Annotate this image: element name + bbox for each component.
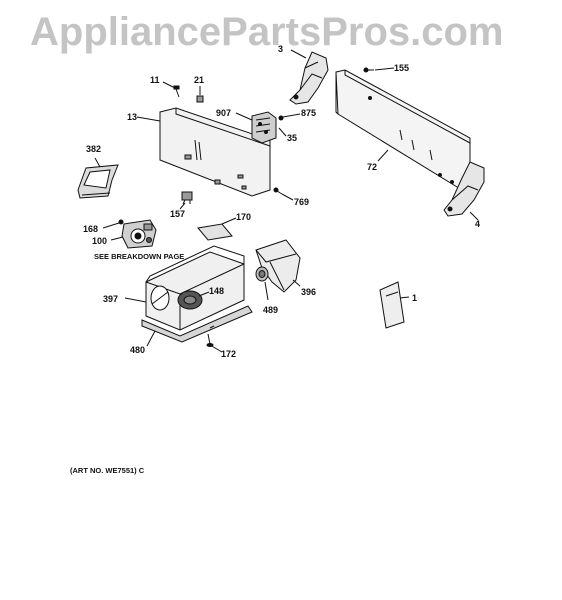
label-part-148: 148: [209, 286, 225, 296]
label-part-3: 3: [278, 44, 284, 54]
leader-396: [292, 279, 301, 287]
bracket-4: [443, 161, 485, 217]
manual-1: [379, 281, 405, 329]
leader-769: [281, 193, 294, 201]
label-part-396: 396: [301, 287, 317, 297]
leader-100: [110, 236, 124, 241]
duct-396: [255, 239, 301, 293]
label-part-168: 168: [83, 224, 99, 234]
leader-35: [278, 127, 287, 137]
screw-155: [363, 67, 374, 73]
control-panel-13: [159, 107, 271, 197]
site-watermark: AppliancePartsPros.com: [30, 10, 504, 54]
switch-157: [181, 191, 193, 205]
leader-4: [469, 211, 479, 221]
label-part-489: 489: [263, 305, 279, 315]
switch-35: [251, 111, 277, 144]
leader-170: [221, 217, 237, 225]
leader-397: [124, 297, 147, 303]
cover-148: [177, 290, 203, 310]
label-part-170: 170: [236, 212, 252, 222]
leader-1: [399, 296, 410, 299]
label-part-382: 382: [86, 144, 102, 154]
breakdown-note: SEE BREAKDOWN PAGE: [94, 252, 185, 261]
leader-72: [377, 149, 389, 162]
clip-21: [196, 95, 204, 103]
leader-3: [290, 49, 307, 59]
label-part-769: 769: [294, 197, 310, 207]
bracket-3: [289, 51, 329, 105]
label-part-907: 907: [216, 108, 232, 118]
backsplash-panel-72: [335, 69, 471, 191]
label-part-13: 13: [127, 112, 138, 122]
art-number-note: (ART NO. WE7551) C: [70, 466, 145, 475]
label-part-1: 1: [412, 293, 418, 303]
label-part-397: 397: [103, 294, 119, 304]
label-part-155: 155: [394, 63, 410, 73]
leader-489: [264, 281, 269, 301]
base-480: [141, 305, 253, 343]
label-part-21: 21: [194, 75, 205, 85]
fitting-489: [255, 266, 269, 282]
motor-100: [121, 219, 157, 249]
leader-172: [209, 344, 223, 353]
leader-168: [102, 222, 120, 229]
label-part-4: 4: [475, 219, 481, 229]
housing-397: [145, 245, 245, 331]
leader-157: [179, 202, 186, 210]
screw-875: [278, 115, 284, 121]
screw-769: [273, 187, 283, 195]
label-part-11: 11: [150, 75, 160, 85]
label-part-157: 157: [170, 209, 186, 219]
leader-148: [198, 291, 210, 297]
leader-907: [235, 112, 253, 121]
leader-875: [282, 113, 301, 118]
label-part-72: 72: [367, 162, 378, 172]
screw-168: [118, 219, 124, 225]
label-part-480: 480: [130, 345, 146, 355]
leader-13: [136, 116, 161, 122]
screw-172: [206, 333, 214, 347]
leader-155: [374, 67, 395, 71]
leader-11: [162, 81, 176, 89]
label-part-35: 35: [287, 133, 298, 143]
label-part-172: 172: [221, 349, 237, 359]
card-170: [197, 223, 233, 241]
label-part-100: 100: [92, 236, 108, 246]
leader-480: [146, 330, 156, 347]
leader-382: [94, 157, 101, 168]
label-part-875: 875: [301, 108, 317, 118]
panel-382: [77, 164, 119, 199]
